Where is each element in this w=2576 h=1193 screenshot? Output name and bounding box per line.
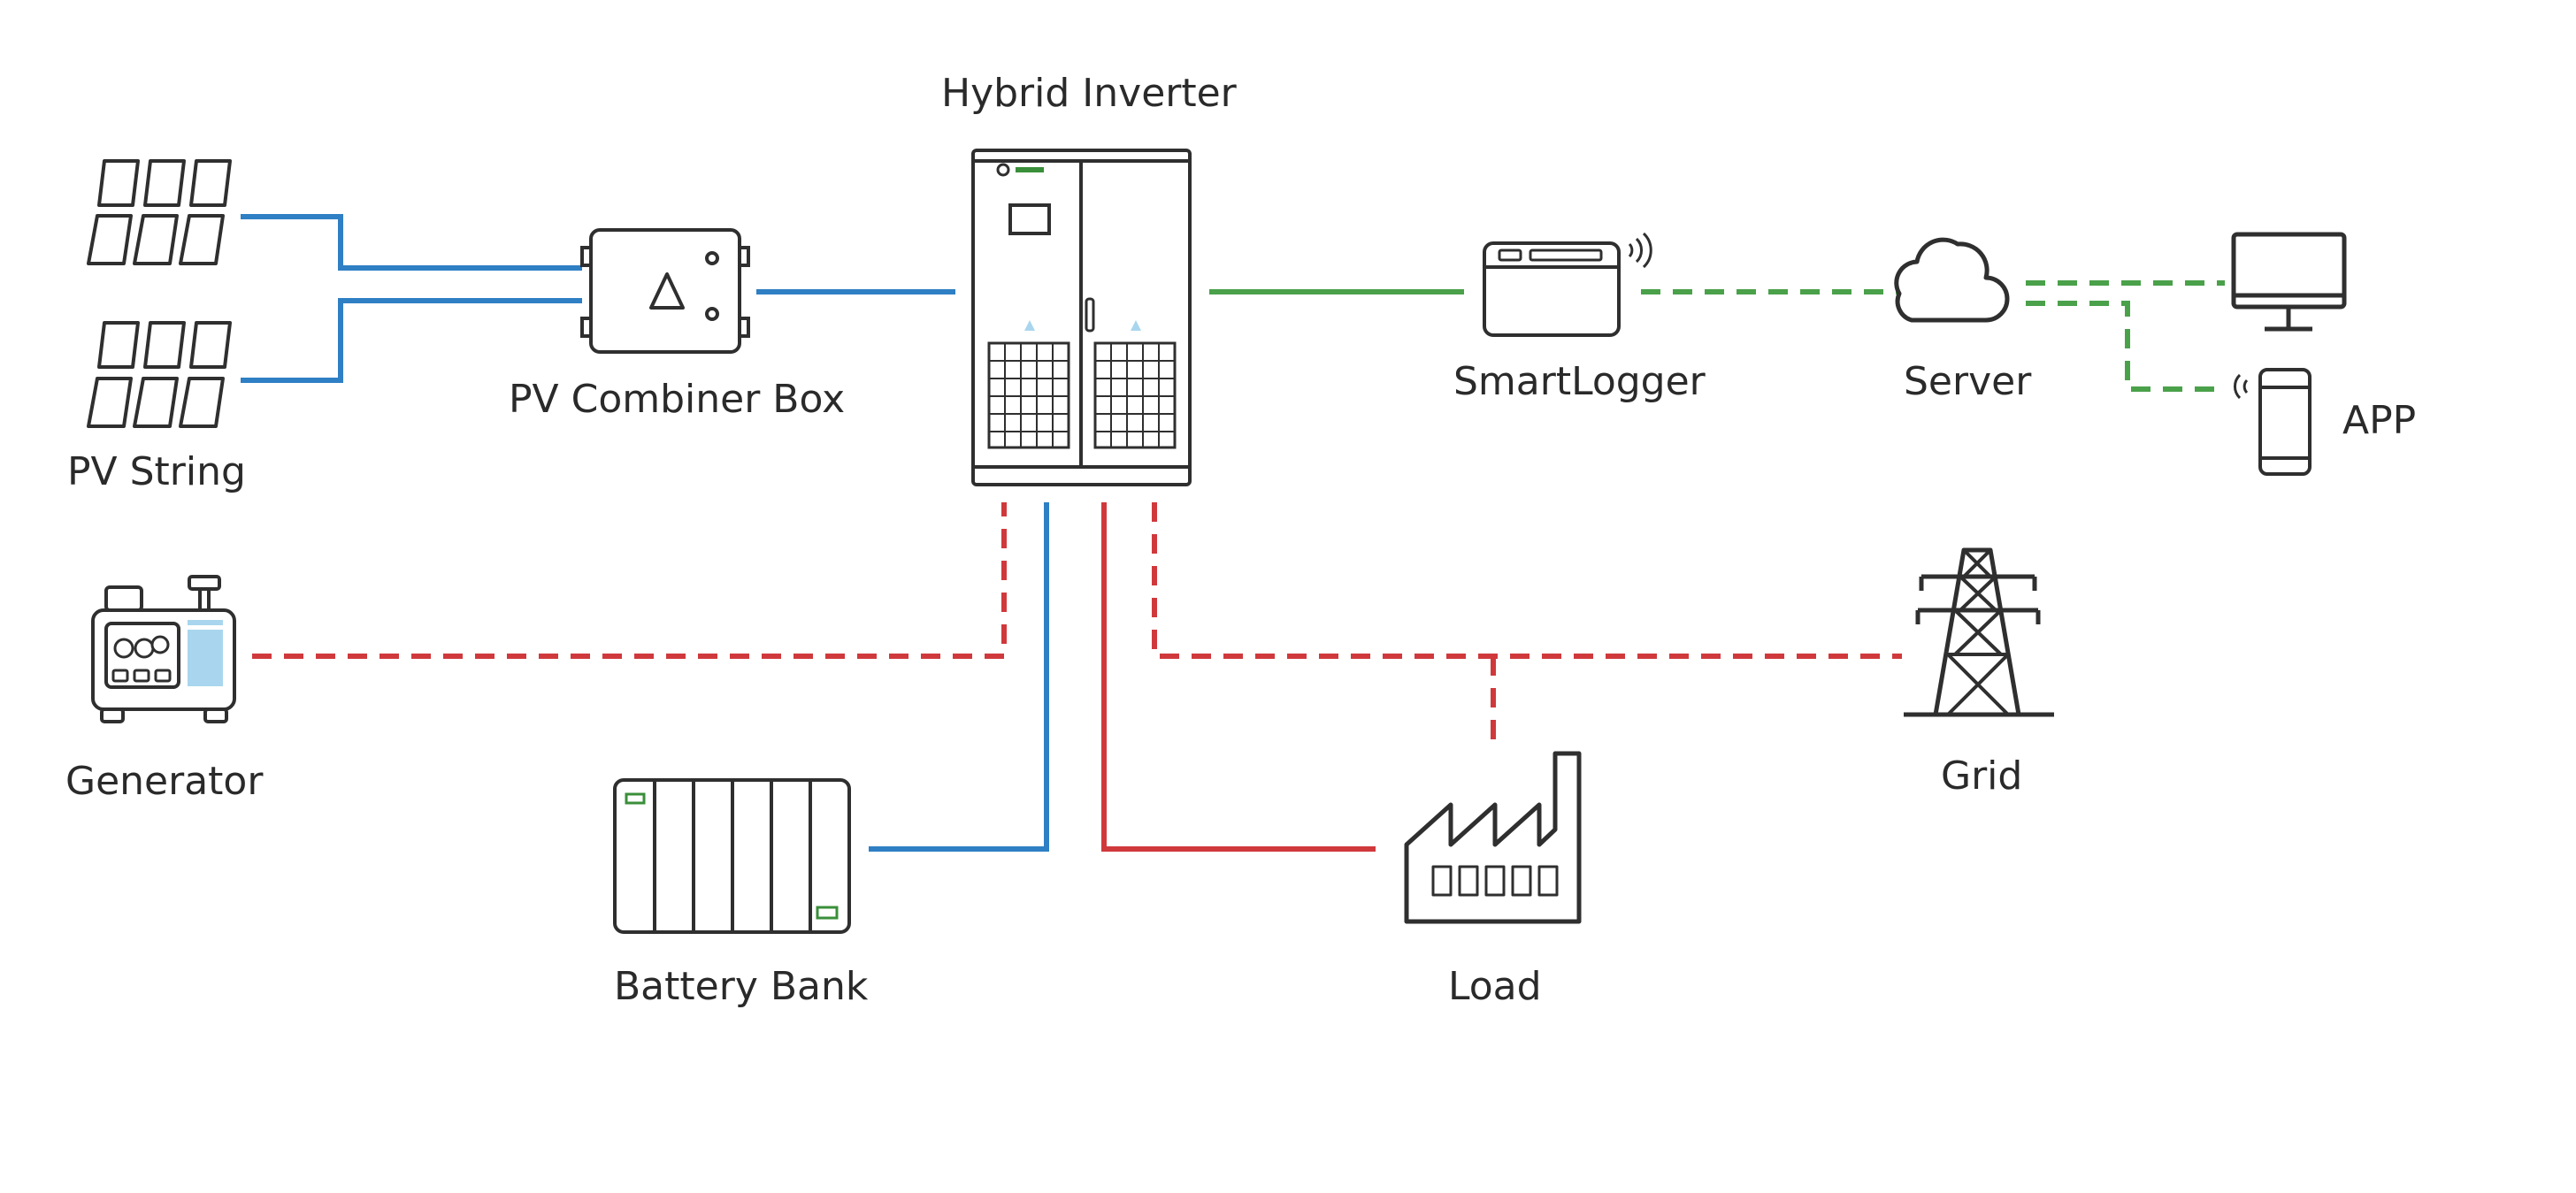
battery-bank-icon [613, 778, 851, 934]
pv-string-1-icon [87, 159, 232, 265]
pv-string-1-to-combiner-line [241, 214, 582, 271]
server-to-app-line [2026, 301, 2225, 392]
battery-bank-label: Battery Bank [614, 964, 869, 1009]
smartlogger-icon [1483, 232, 1652, 337]
app-label: APP [2342, 398, 2417, 443]
pv-combiner-box-label: PV Combiner Box [509, 377, 846, 422]
monitor-icon [2231, 232, 2347, 332]
generator-to-inverter-line [252, 502, 1007, 659]
connection-lines [241, 214, 2225, 852]
server-label: Server [1904, 359, 2032, 404]
pv-combiner-box-icon [580, 228, 750, 354]
cloud-server-icon [1894, 237, 2010, 323]
battery-to-inverter-line [869, 502, 1049, 852]
pv-string-2-icon [87, 321, 232, 428]
hybrid-inverter-icon [971, 149, 1192, 486]
load-label: Load [1448, 964, 1542, 1009]
grid-label: Grid [1941, 753, 2023, 799]
transmission-tower-icon [1904, 547, 2054, 717]
inverter-to-grid-line [1152, 502, 1902, 659]
factory-load-icon [1404, 751, 1582, 924]
inverter-to-load-line [1101, 502, 1376, 852]
phone-icon [2234, 368, 2312, 476]
smartlogger-label: SmartLogger [1453, 359, 1706, 404]
pv-string-label: PV String [67, 449, 246, 494]
hybrid-inverter-label: Hybrid Inverter [941, 71, 1237, 116]
generator-icon [91, 575, 236, 723]
generator-label: Generator [65, 759, 264, 804]
pv-string-2-to-combiner-line [241, 298, 582, 383]
